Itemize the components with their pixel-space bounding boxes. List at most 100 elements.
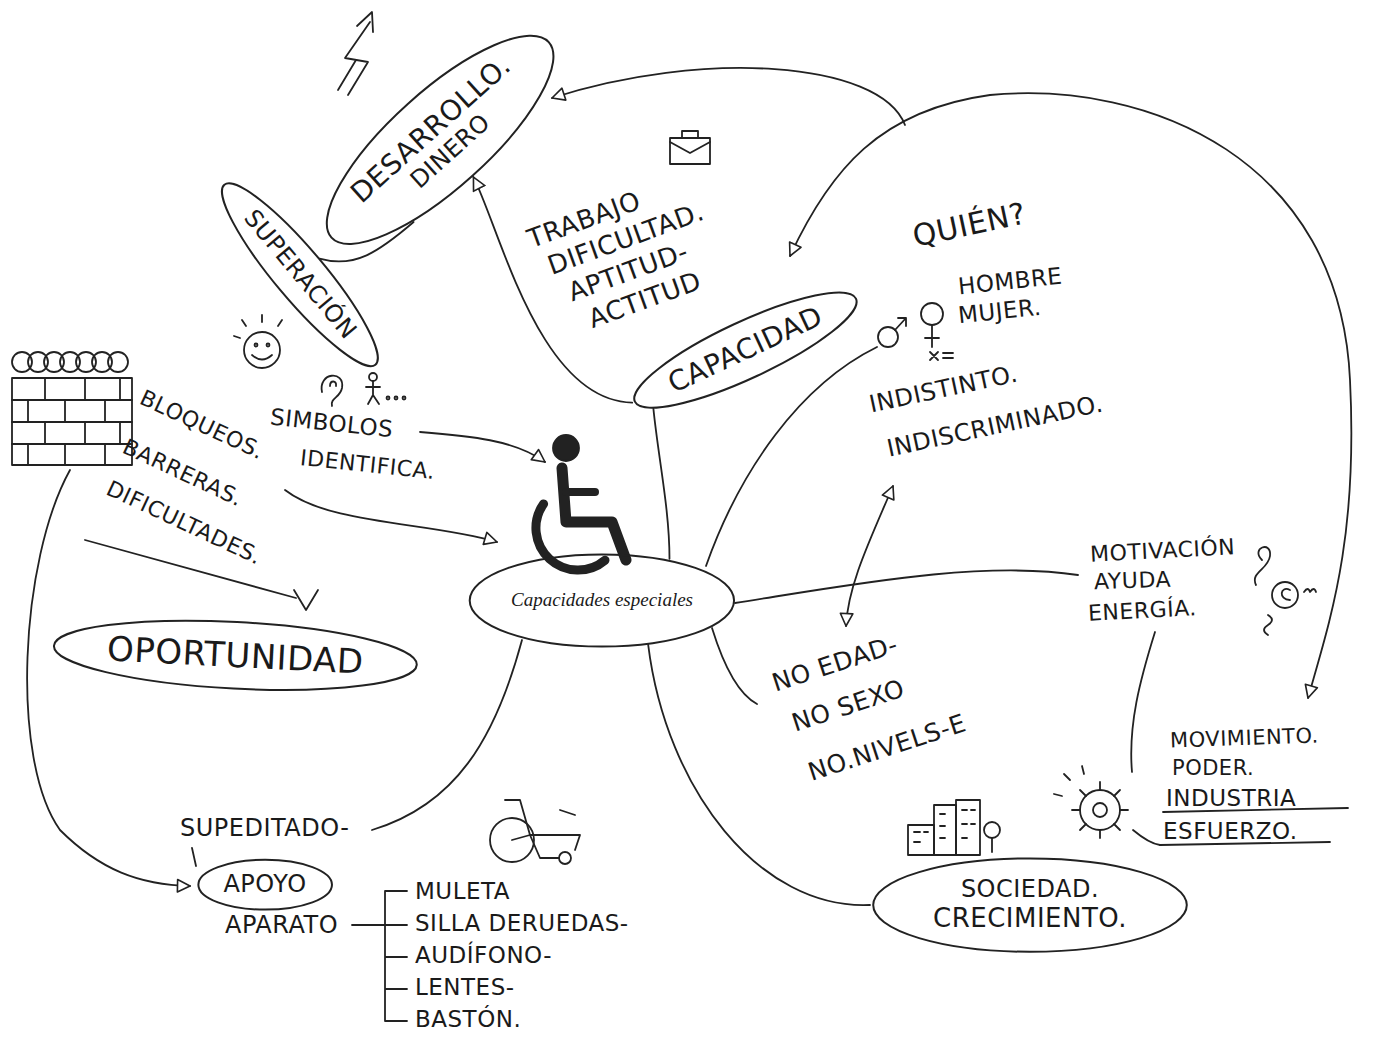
leader-lines bbox=[352, 891, 407, 1021]
node-text: Capacidades especiales bbox=[511, 589, 693, 611]
wheelchair-icon bbox=[536, 435, 626, 570]
wall-icon bbox=[12, 378, 132, 465]
briefcase-icon bbox=[670, 138, 710, 164]
wall-icon bbox=[64, 444, 66, 465]
gender-symbols bbox=[878, 303, 953, 360]
mobility-aid-icon bbox=[505, 800, 580, 858]
buildings-icon bbox=[934, 805, 956, 855]
buildings-icon bbox=[956, 800, 980, 855]
label-box: SUPEDITADO- bbox=[180, 815, 349, 843]
face-icon bbox=[255, 344, 258, 347]
oval-node: SOCIEDAD.CRECIMIENTO. bbox=[870, 857, 1190, 953]
node-text: SOCIEDAD. bbox=[933, 876, 1127, 904]
label-text: LENTES- bbox=[415, 974, 515, 1000]
wall-icon bbox=[27, 444, 29, 465]
face-icon bbox=[267, 344, 270, 347]
person-icon bbox=[369, 373, 377, 381]
leader-lines bbox=[1133, 830, 1160, 845]
label-box: SIMBOLOS bbox=[269, 404, 394, 443]
person-icon bbox=[387, 397, 390, 400]
label-box: BASTÓN. bbox=[415, 1006, 521, 1032]
label-box: ESFUERZO. bbox=[1163, 818, 1297, 844]
wall-icon bbox=[76, 352, 96, 372]
label-box: INDUSTRIA bbox=[1166, 785, 1296, 811]
oval-node: APOYO bbox=[197, 859, 333, 910]
wall-icon bbox=[12, 399, 132, 401]
label-text: MUJER. bbox=[957, 294, 1043, 329]
oval-node: OPORTUNIDAD bbox=[48, 611, 422, 699]
leader-lines bbox=[420, 432, 545, 462]
label-text: SILLA DERUEDAS- bbox=[415, 910, 629, 936]
mobility-aid-icon bbox=[490, 800, 580, 864]
growth-arrow bbox=[357, 12, 373, 32]
leader-lines bbox=[1131, 632, 1155, 772]
wall-icon bbox=[108, 352, 128, 372]
label-text: AYUDA bbox=[1094, 567, 1172, 595]
wall-icon bbox=[12, 352, 32, 372]
mobility-aid-icon bbox=[559, 852, 571, 864]
face-icon bbox=[234, 315, 282, 338]
ear-icon bbox=[322, 376, 343, 406]
label-box: MOTIVACIÓN bbox=[1089, 534, 1235, 567]
wall-icon bbox=[44, 422, 46, 444]
swirl-icon bbox=[1304, 589, 1316, 592]
node-text-stack: APOYO bbox=[223, 871, 306, 899]
node-text-stack: SOCIEDAD.CRECIMIENTO. bbox=[933, 876, 1127, 933]
swirl-icon bbox=[1282, 589, 1290, 600]
label-text: BASTÓN. bbox=[415, 1006, 521, 1032]
label-box: QUIÉN? bbox=[910, 196, 1029, 254]
wheelchair-icon bbox=[553, 435, 579, 461]
face-icon bbox=[252, 355, 272, 360]
wheelchair-icon bbox=[566, 488, 595, 496]
label-text: ESFUERZO. bbox=[1163, 818, 1297, 844]
gender-symbols bbox=[921, 303, 943, 325]
wall-icon bbox=[60, 352, 80, 372]
wall-icon bbox=[44, 378, 46, 400]
leader-lines bbox=[712, 628, 757, 704]
label-box: AYUDA bbox=[1094, 567, 1172, 595]
wall-icon bbox=[27, 400, 29, 422]
growth-arrow bbox=[338, 60, 356, 90]
label-text: MOTIVACIÓN bbox=[1089, 534, 1235, 567]
leader-lines bbox=[790, 93, 1351, 698]
wall-icon bbox=[119, 378, 121, 400]
leader-lines bbox=[192, 848, 196, 866]
label-text: INDUSTRIA bbox=[1166, 785, 1296, 811]
swirl-icon bbox=[1255, 547, 1270, 585]
oval-shape bbox=[198, 860, 332, 910]
ear-icon bbox=[322, 376, 343, 406]
person-icon bbox=[366, 373, 406, 404]
growth-arrow bbox=[345, 22, 370, 95]
wall-icon bbox=[84, 378, 86, 400]
label-text: SIMBOLOS bbox=[269, 404, 394, 443]
label-text: AUDÍFONO- bbox=[415, 942, 552, 968]
label-text: IDENTIFICA. bbox=[299, 445, 436, 484]
growth-arrow bbox=[338, 12, 373, 95]
label-text: MULETA bbox=[415, 878, 510, 904]
face-icon bbox=[234, 315, 282, 368]
leader-lines bbox=[27, 68, 1351, 1021]
buildings-icon bbox=[914, 810, 975, 842]
oval-shape bbox=[873, 858, 1187, 951]
label-text: PODER. bbox=[1172, 756, 1254, 780]
wall-icon bbox=[28, 352, 48, 372]
label-box: HOMBRE bbox=[957, 263, 1064, 300]
gender-symbols bbox=[895, 318, 906, 330]
briefcase-icon bbox=[670, 131, 710, 164]
oval-node: Capacidades especiales bbox=[467, 553, 737, 648]
wall-icon bbox=[44, 352, 64, 372]
leader-lines bbox=[846, 486, 893, 626]
node-text: CRECIMIENTO. bbox=[933, 904, 1127, 934]
wheelchair-icon bbox=[536, 504, 605, 570]
label-text: INDISTINTO. bbox=[867, 360, 1021, 419]
oval-shape bbox=[52, 612, 418, 698]
wall-icon bbox=[119, 422, 121, 444]
wall-icon bbox=[84, 422, 86, 444]
node-text: APOYO bbox=[223, 871, 306, 899]
label-text: ENERGÍA. bbox=[1087, 595, 1197, 626]
wall-icon bbox=[92, 352, 112, 372]
oval-shape bbox=[205, 169, 394, 381]
person-icon bbox=[366, 381, 380, 404]
ear-icon bbox=[330, 382, 336, 387]
wall-icon bbox=[104, 400, 106, 422]
